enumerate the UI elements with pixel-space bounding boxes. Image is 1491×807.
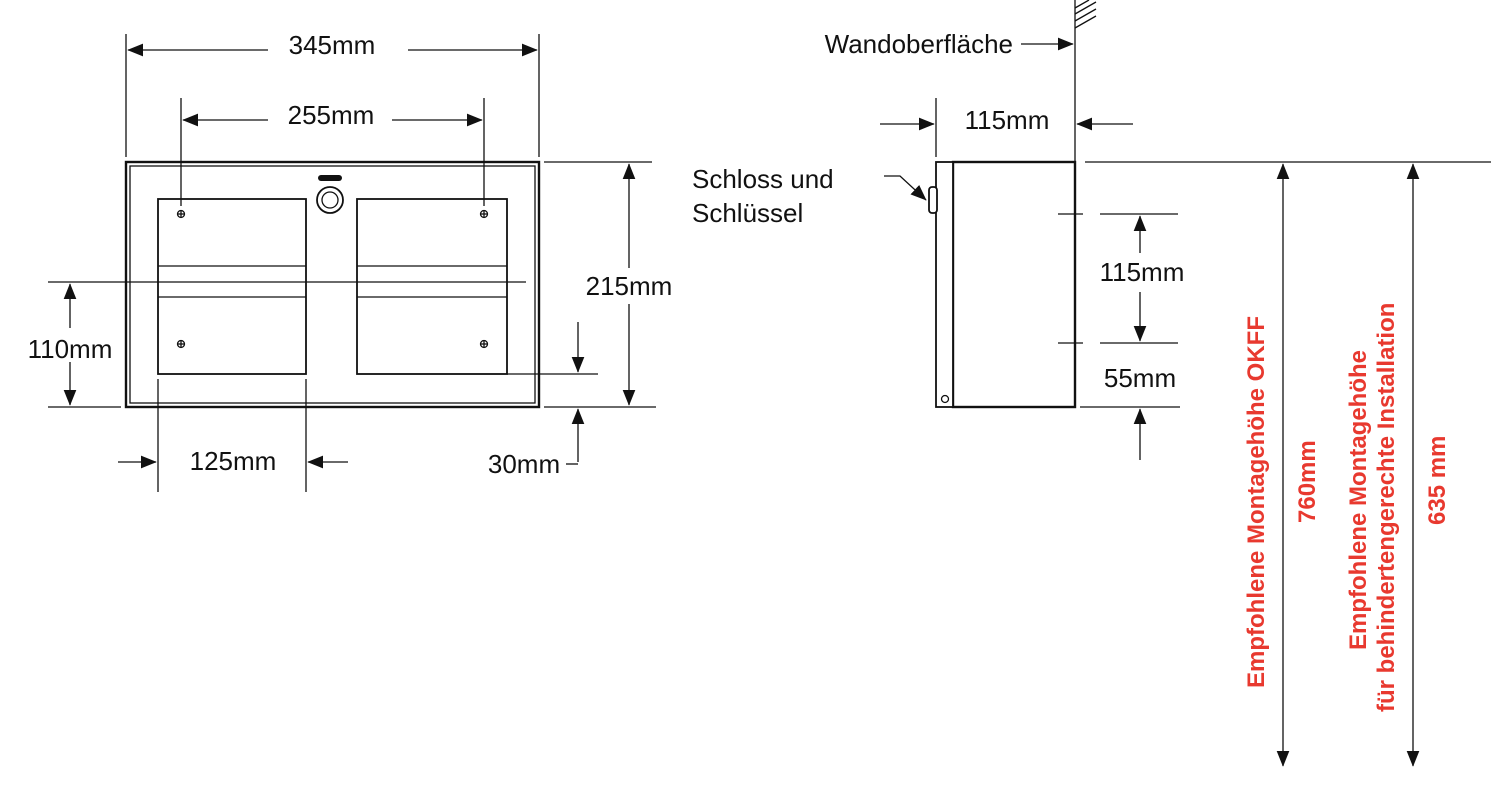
wall-hatch bbox=[1074, 0, 1097, 29]
mounting-heights: Empfohlene Montagehöhe OKFF 760mm Empfoh… bbox=[1243, 163, 1451, 767]
side-bottom-offset-label: 55mm bbox=[1104, 363, 1176, 393]
lock-icon bbox=[316, 186, 344, 214]
accessible-height-value: 635 mm bbox=[1424, 436, 1451, 525]
centerline-height-label: 110mm bbox=[28, 334, 113, 364]
right-roll-compartment bbox=[356, 198, 508, 375]
side-housing bbox=[951, 160, 1077, 409]
mounting-screw-icon bbox=[176, 339, 186, 349]
side-view: Wandoberfläche Schloss und Schlüssel 115… bbox=[692, 0, 1491, 460]
front-housing-inner bbox=[129, 165, 536, 404]
accessible-height-caption-line2: für behindertengerechte Installation bbox=[1373, 303, 1400, 712]
side-hinge-icon bbox=[940, 394, 950, 404]
side-flange bbox=[935, 161, 954, 408]
wall-surface-label: Wandoberfläche bbox=[825, 29, 1013, 59]
roll-width-label: 125mm bbox=[190, 446, 277, 476]
side-lock-knob bbox=[928, 186, 938, 214]
hole-spacing-label: 255mm bbox=[288, 100, 375, 130]
overall-width-label: 345mm bbox=[289, 30, 376, 60]
mounting-screw-icon bbox=[479, 209, 489, 219]
standard-height-caption: Empfohlene Montagehöhe OKFF bbox=[1243, 316, 1270, 688]
lock-slot bbox=[318, 175, 342, 181]
accessible-height-caption-line1: Empfohlene Montagehöhe bbox=[1345, 350, 1372, 650]
lock-label-line2: Schlüssel bbox=[692, 198, 803, 228]
lock-label-line1: Schloss und bbox=[692, 164, 834, 194]
front-view: 345mm 255mm 215mm 110mm 125mm 30mm bbox=[28, 30, 673, 492]
mounting-screw-icon bbox=[479, 339, 489, 349]
left-roll-compartment bbox=[157, 198, 307, 375]
mounting-screw-icon bbox=[176, 209, 186, 219]
bottom-offset-label: 30mm bbox=[488, 449, 560, 479]
side-hole-spacing-label: 115mm bbox=[1100, 257, 1185, 287]
overall-height-label: 215mm bbox=[586, 271, 673, 301]
depth-label: 115mm bbox=[965, 105, 1050, 135]
standard-height-value: 760mm bbox=[1294, 440, 1321, 523]
